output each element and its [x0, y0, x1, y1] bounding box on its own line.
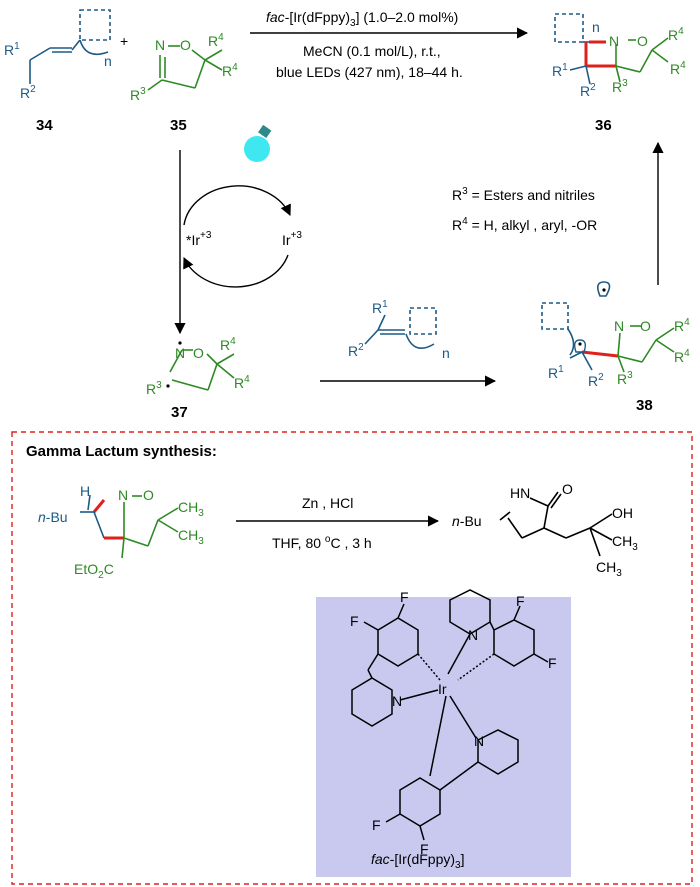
- nbu-label-product: n-Bu: [452, 513, 482, 529]
- gamma-heading: Gamma Lactum synthesis:: [26, 443, 217, 460]
- alkene-reagent-structure: [364, 307, 437, 350]
- lone-pair-dot-38: [602, 288, 606, 292]
- solvent-conditions: MeCN (0.1 mol/L), r.t.,: [303, 43, 441, 59]
- f-atom-6: F: [420, 841, 429, 857]
- lactam-product-structure: [499, 491, 613, 557]
- radical-dot-38: [578, 342, 582, 346]
- r4a-label-38: R4: [674, 317, 690, 334]
- r1-label-reagent: R1: [372, 299, 388, 316]
- catalyst-structure-box: [316, 597, 571, 877]
- r1-label-38: R1: [548, 364, 564, 381]
- compound-37-structure: [169, 349, 235, 391]
- radical-dot-37b: [166, 384, 170, 388]
- gamma-lactam-box: [11, 431, 693, 885]
- ir-center: Ir: [438, 681, 447, 697]
- n-atom-37: N: [175, 345, 185, 361]
- catalyst-structure: [351, 589, 549, 841]
- compound-36-number: 36: [595, 117, 612, 134]
- oh-label-product: OH: [612, 505, 633, 521]
- cycle-top-arc: [183, 185, 291, 226]
- hn-label-product: HN: [510, 485, 530, 501]
- plus-sign: +: [120, 33, 128, 49]
- light-bulb-icon: [244, 124, 272, 162]
- n-atom-cat-1: N: [468, 627, 478, 643]
- o-atom-37: O: [193, 345, 204, 361]
- n-atom-substrate: N: [118, 487, 128, 503]
- n-atom-36: N: [609, 33, 619, 49]
- n-label-34: n: [104, 53, 112, 69]
- r4b-label-36: R4: [670, 60, 686, 77]
- r2-label-34: R2: [20, 84, 36, 101]
- o-atom-36: O: [637, 33, 648, 49]
- compound-36-structure: [554, 13, 669, 85]
- f-atom-3: F: [516, 593, 525, 609]
- r2-label-reagent: R2: [348, 342, 364, 359]
- compound-38-number: 38: [636, 397, 653, 414]
- reduction-reagents: Zn , HCl: [302, 495, 353, 511]
- r4a-label-37: R4: [220, 336, 236, 353]
- n-label-36: n: [592, 19, 600, 35]
- f-atom-5: F: [372, 817, 381, 833]
- compound-34-number: 34: [36, 117, 53, 134]
- r2-label-36: R2: [580, 82, 596, 99]
- o-atom-substrate: O: [143, 487, 154, 503]
- r3-label-38: R3: [617, 370, 633, 387]
- reduction-conditions: THF, 80 oC , 3 h: [272, 534, 372, 551]
- ir-excited-label: *Ir+3: [186, 230, 212, 248]
- n-atom-cat-2: N: [392, 693, 402, 709]
- ch3a-product: CH3: [612, 533, 638, 553]
- compound-35-number: 35: [170, 117, 187, 134]
- r3-label-35: R3: [130, 86, 146, 103]
- compound-38-structure: [541, 281, 675, 373]
- r2-label-38: R2: [588, 372, 604, 389]
- r4a-label-36: R4: [668, 26, 684, 43]
- r1-label-36: R1: [552, 62, 568, 79]
- r4b-label-38: R4: [674, 348, 690, 365]
- ir-ground-label: Ir+3: [282, 230, 302, 248]
- bicyclic-substrate-structure: [80, 494, 179, 559]
- r3-label-36: R3: [612, 78, 628, 95]
- n-atom-35: N: [155, 37, 165, 53]
- catalyst-conditions: fac-[Ir(dFppy)3] (1.0–2.0 mol%): [266, 9, 458, 29]
- compound-35-structure: [147, 45, 223, 91]
- compound-34-structure: [29, 9, 111, 84]
- o-atom-38: O: [640, 318, 651, 334]
- f-atom-1: F: [400, 589, 409, 605]
- n-atom-cat-3: N: [474, 733, 484, 749]
- h-atom-substrate: H: [80, 483, 90, 499]
- ch3b-product: CH3: [596, 559, 622, 579]
- f-atom-2: F: [350, 613, 359, 629]
- ester-label-substrate: EtO2C: [74, 561, 114, 581]
- catalyst-caption: fac-[Ir(dFppy)3]: [371, 851, 464, 871]
- compound-37-number: 37: [171, 404, 188, 421]
- ch3b-substrate: CH3: [178, 527, 204, 547]
- r4a-label-35: R4: [208, 32, 224, 49]
- radical-dot-37: [178, 341, 182, 345]
- n-atom-38: N: [614, 318, 624, 334]
- radical-orbital-38: [573, 339, 587, 353]
- f-atom-4: F: [548, 655, 557, 671]
- n-label-reagent: n: [442, 345, 450, 361]
- r4b-label-37: R4: [234, 374, 250, 391]
- r3-scope: R3 = Esters and nitriles: [452, 186, 595, 203]
- r3-label-37: R3: [146, 380, 162, 397]
- r1-label-34: R1: [4, 41, 20, 58]
- r4b-label-35: R4: [222, 62, 238, 79]
- cycle-bottom-arc: [183, 254, 289, 288]
- o-atom-35: O: [180, 37, 191, 53]
- r4-scope: R4 = H, alkyl , aryl, -OR: [452, 216, 597, 233]
- nbu-label-substrate: n-Bu: [38, 509, 68, 525]
- light-conditions: blue LEDs (427 nm), 18–44 h.: [276, 64, 463, 80]
- ch3a-substrate: CH3: [178, 499, 204, 519]
- carbonyl-o-product: O: [562, 481, 573, 497]
